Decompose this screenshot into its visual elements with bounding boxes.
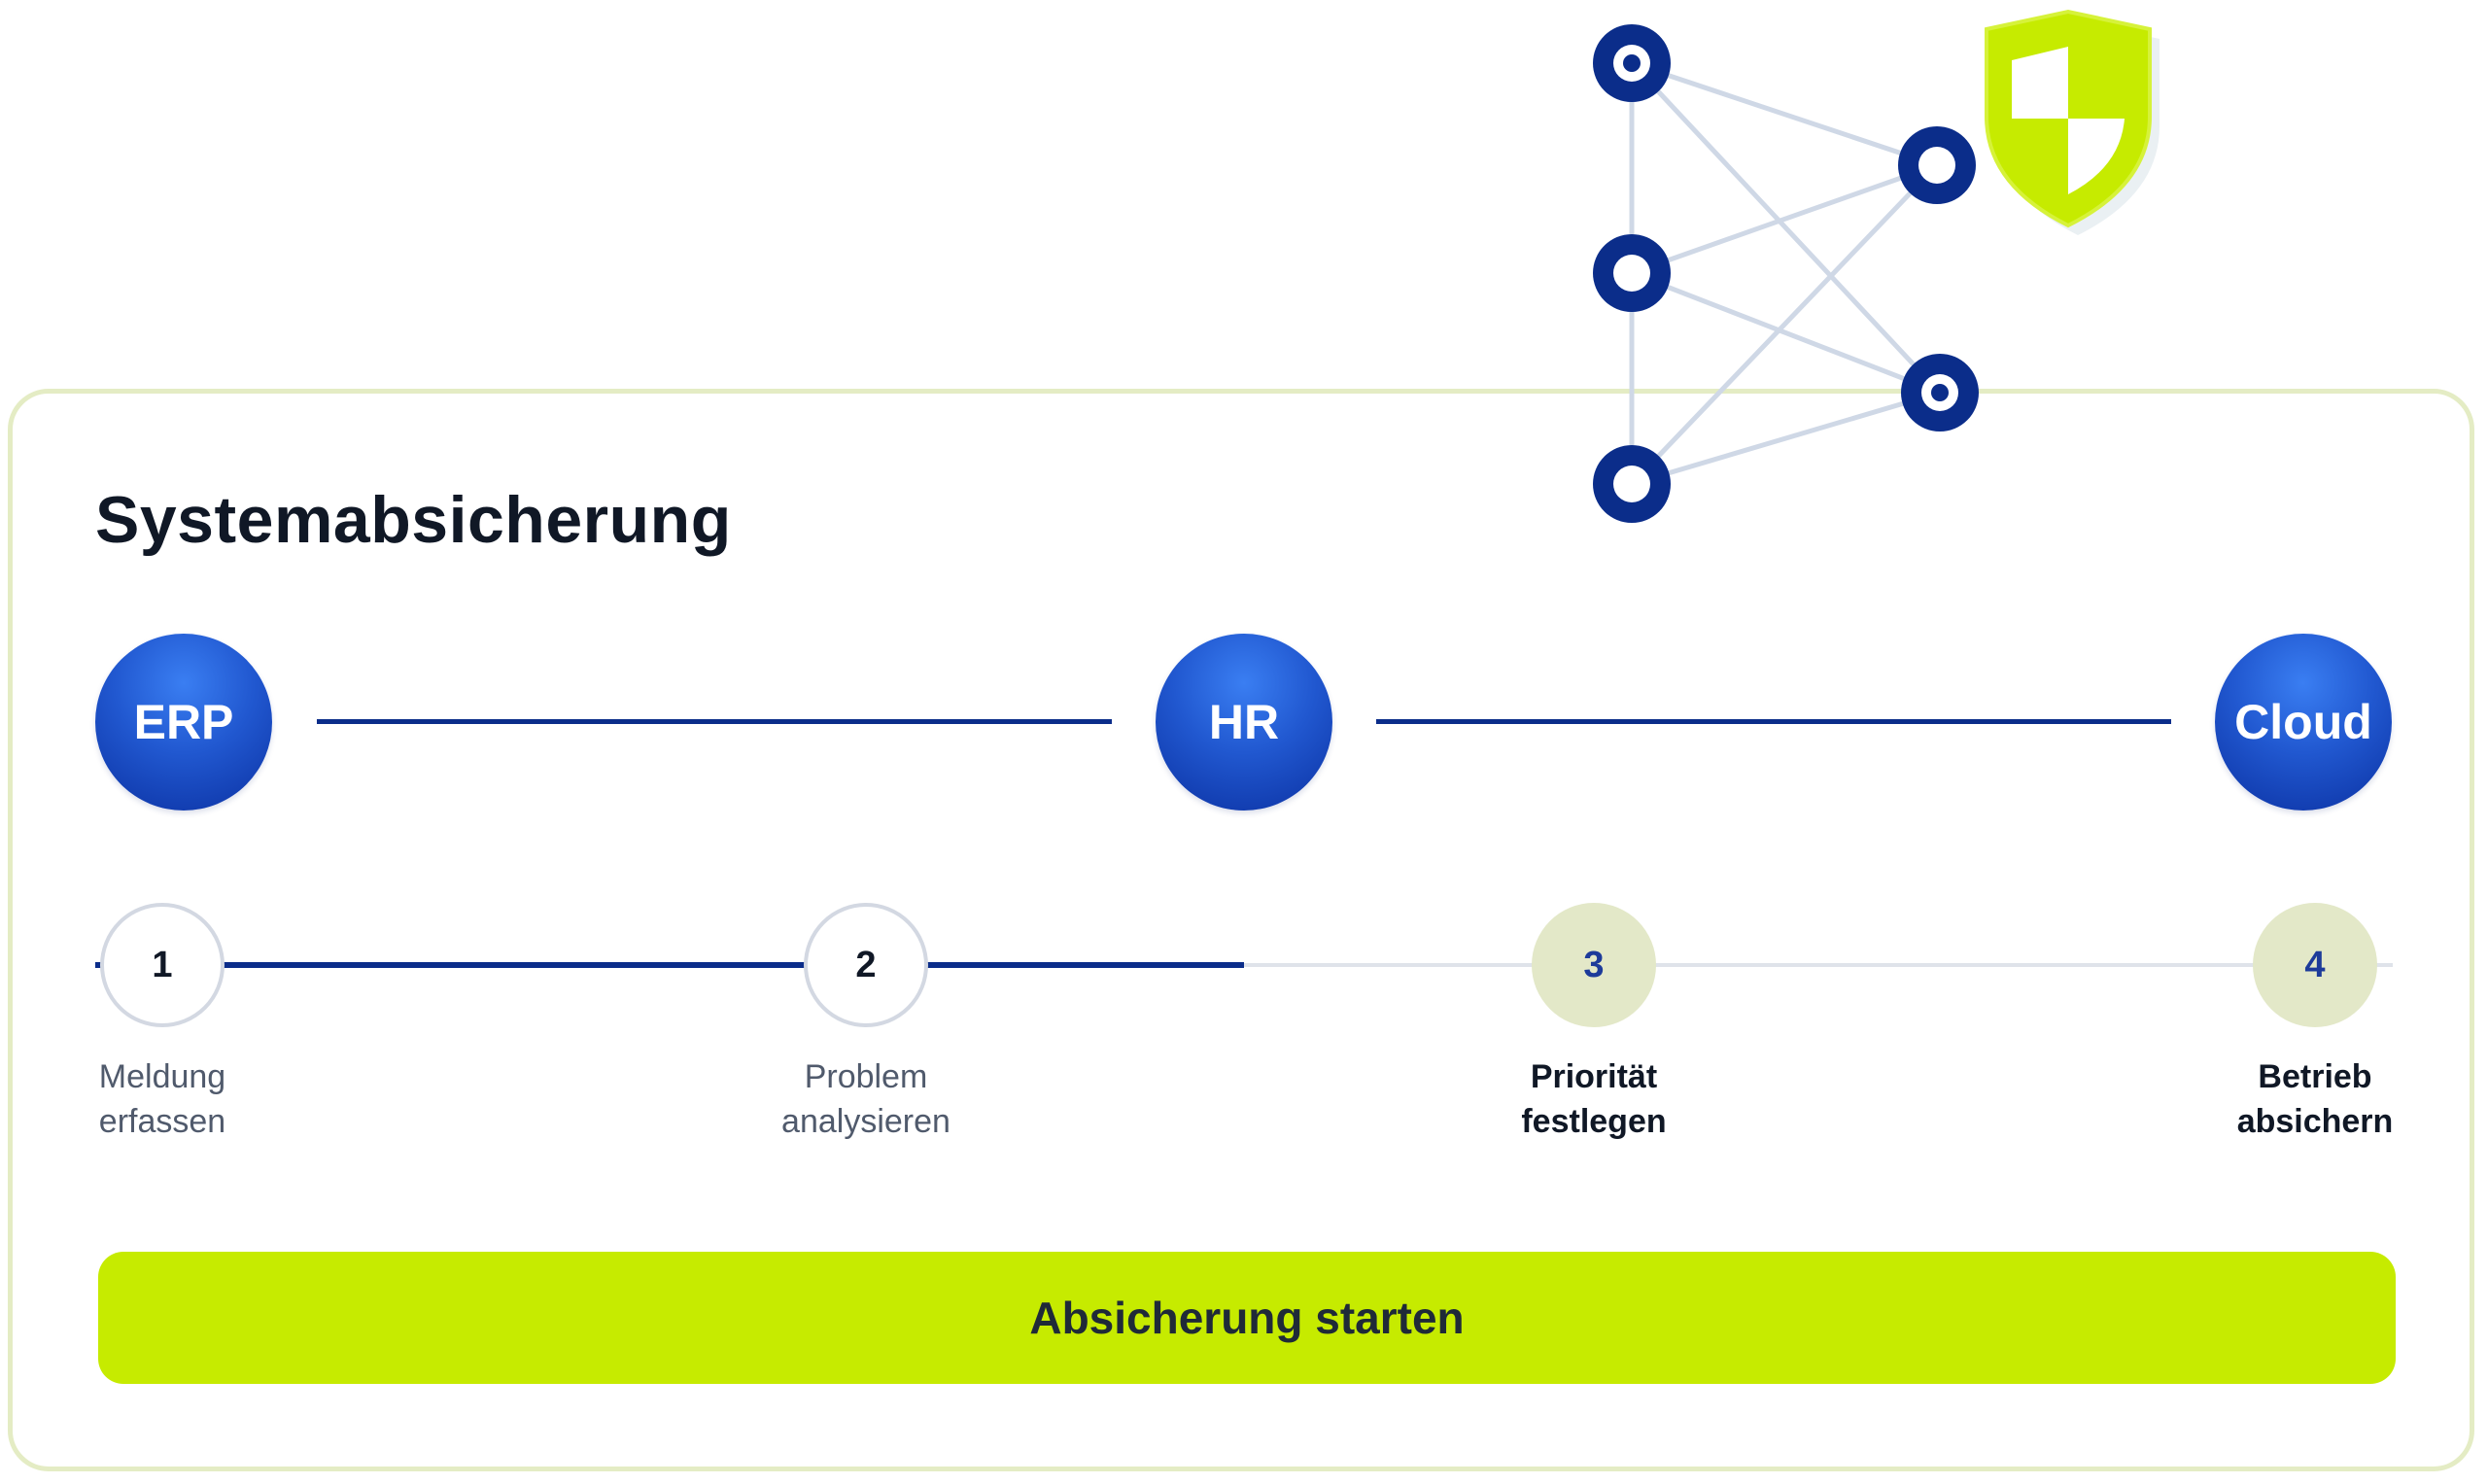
card-title: Systemabsicherung [95, 483, 732, 557]
step-1-label: Meldung erfassen [7, 1054, 318, 1144]
network-node [1593, 234, 1671, 312]
system-node-cloud: Cloud [2215, 634, 2392, 811]
step-1-label-line2: erfassen [98, 1103, 226, 1140]
progress-track [95, 963, 2393, 967]
step-2-label-line2: analysieren [781, 1103, 950, 1140]
step-2-label: Problem analysieren [710, 1054, 1021, 1144]
security-shield-icon [1985, 9, 2160, 235]
network-node [1898, 126, 1976, 204]
system-connector [317, 719, 1112, 724]
step-3-circle: 3 [1532, 903, 1656, 1027]
system-node-hr: HR [1156, 634, 1332, 811]
step-3-label: Priorität festlegen [1438, 1054, 1749, 1144]
step-1-circle: 1 [100, 903, 225, 1027]
step-4-label: Betrieb absichern [2160, 1054, 2471, 1144]
step-3-label-line2: festlegen [1521, 1103, 1667, 1140]
step-4-label-line2: absichern [2236, 1103, 2394, 1140]
network-node [1593, 24, 1671, 102]
step-4-circle: 4 [2253, 903, 2377, 1027]
system-node-erp: ERP [95, 634, 272, 811]
step-4-label-line1: Betrieb [2258, 1058, 2372, 1095]
step-1-label-line1: Meldung [98, 1058, 226, 1095]
progress-fill [95, 962, 1244, 968]
system-connector [1376, 719, 2171, 724]
start-security-button[interactable]: Absicherung starten [98, 1252, 2396, 1384]
step-3-label-line1: Priorität [1530, 1058, 1658, 1095]
step-2-circle: 2 [804, 903, 928, 1027]
step-2-label-line1: Problem [804, 1058, 928, 1095]
